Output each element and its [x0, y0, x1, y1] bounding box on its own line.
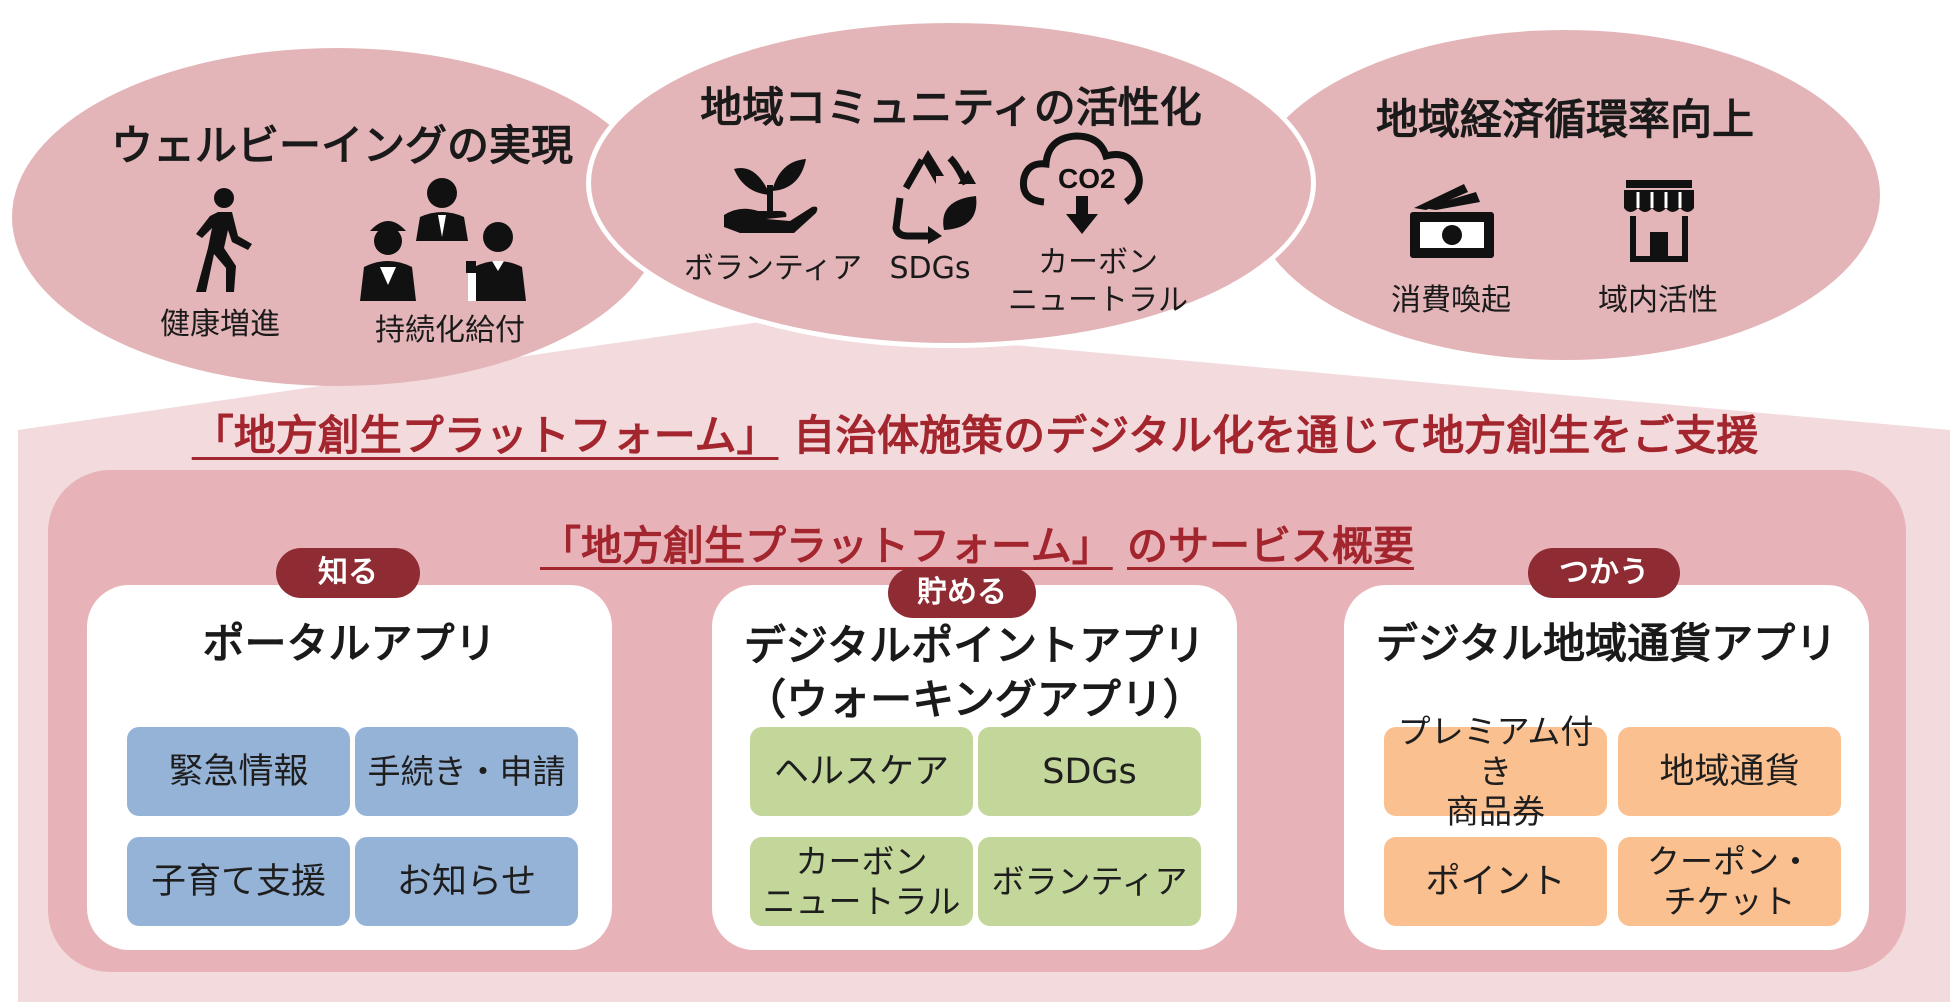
feature-tile: お知らせ — [355, 837, 578, 926]
walking-person-icon — [196, 188, 252, 292]
goal-economy-ellipse — [1250, 30, 1880, 360]
workers-group-icon — [360, 178, 526, 301]
feature-tile: ヘルスケア — [750, 727, 973, 816]
feature-tile: SDGs — [978, 727, 1201, 816]
platform-headline: 「地方創生プラットフォーム」 自治体施策のデジタル化を通じて地方創生をご支援 — [18, 402, 1932, 463]
headline-description: 自治体施策のデジタル化を通じて地方創生をご支援 — [793, 411, 1759, 460]
money-wallet-icon — [1410, 184, 1494, 258]
app-card-title: ポータルアプリ — [202, 619, 497, 668]
app-card-regional-currency: デジタル地域通貨アプリ プレミアム付き 商品券 地域通貨 ポイント クーポン・ … — [1344, 585, 1869, 950]
goal-community-ellipse — [586, 18, 1316, 348]
feature-tile: ボランティア — [978, 837, 1201, 926]
app-card-title: デジタル地域通貨アプリ — [1375, 619, 1838, 668]
goal-item-label: ボランティア — [683, 251, 863, 286]
feature-tile: カーボン ニュートラル — [750, 837, 973, 926]
feature-tile: ポイント — [1384, 837, 1607, 926]
app-tag-use: つかう — [1528, 548, 1680, 598]
app-tag-know: 知る — [276, 548, 420, 598]
goal-economy-title: 地域経済循環率向上 — [1375, 95, 1754, 144]
app-tag-save: 貯める — [888, 568, 1036, 618]
goal-item-label: 持続化給付 — [375, 313, 525, 348]
recycle-leaf-icon — [892, 150, 977, 244]
co2-text: CO2 — [1058, 163, 1116, 194]
goal-item-label: カーボン ニュートラル — [1008, 245, 1188, 318]
feature-tile: 緊急情報 — [127, 727, 350, 816]
feature-tile: 地域通貨 — [1618, 727, 1841, 816]
service-title-platform-name: 「地方創生プラットフォーム」 — [539, 522, 1113, 570]
goal-community-title: 地域コミュニティの活性化 — [700, 83, 1202, 132]
feature-tile: 手続き・申請 — [355, 727, 578, 816]
headline-platform-name: 「地方創生プラットフォーム」 — [191, 411, 779, 460]
hand-sprout-icon — [724, 159, 818, 233]
goal-item-label: 域内活性 — [1598, 283, 1718, 318]
goal-item-label: SDGs — [889, 251, 971, 286]
goal-item-label: 消費喚起 — [1391, 283, 1511, 318]
goal-item-label: 健康増進 — [160, 307, 280, 342]
app-card-title: デジタルポイントアプリ （ウォーキングアプリ） — [743, 621, 1206, 724]
feature-tile: クーポン・ チケット — [1618, 837, 1841, 926]
feature-tile: 子育て支援 — [127, 837, 350, 926]
service-overview-title: 「地方創生プラットフォーム」 のサービス概要 — [48, 512, 1906, 572]
service-title-rest: のサービス概要 — [1127, 522, 1415, 570]
app-card-portal: ポータルアプリ 緊急情報 手続き・申請 子育て支援 お知らせ — [87, 585, 612, 950]
storefront-icon — [1624, 180, 1694, 262]
feature-tile: プレミアム付き 商品券 — [1384, 712, 1607, 831]
app-card-digital-point: デジタルポイントアプリ （ウォーキングアプリ） ヘルスケア SDGs カーボン … — [712, 585, 1237, 950]
co2-cloud-icon: CO2 — [1019, 132, 1143, 234]
goal-wellbeing-title: ウェルビーイングの実現 — [110, 121, 573, 170]
goal-wellbeing-ellipse — [12, 48, 662, 386]
